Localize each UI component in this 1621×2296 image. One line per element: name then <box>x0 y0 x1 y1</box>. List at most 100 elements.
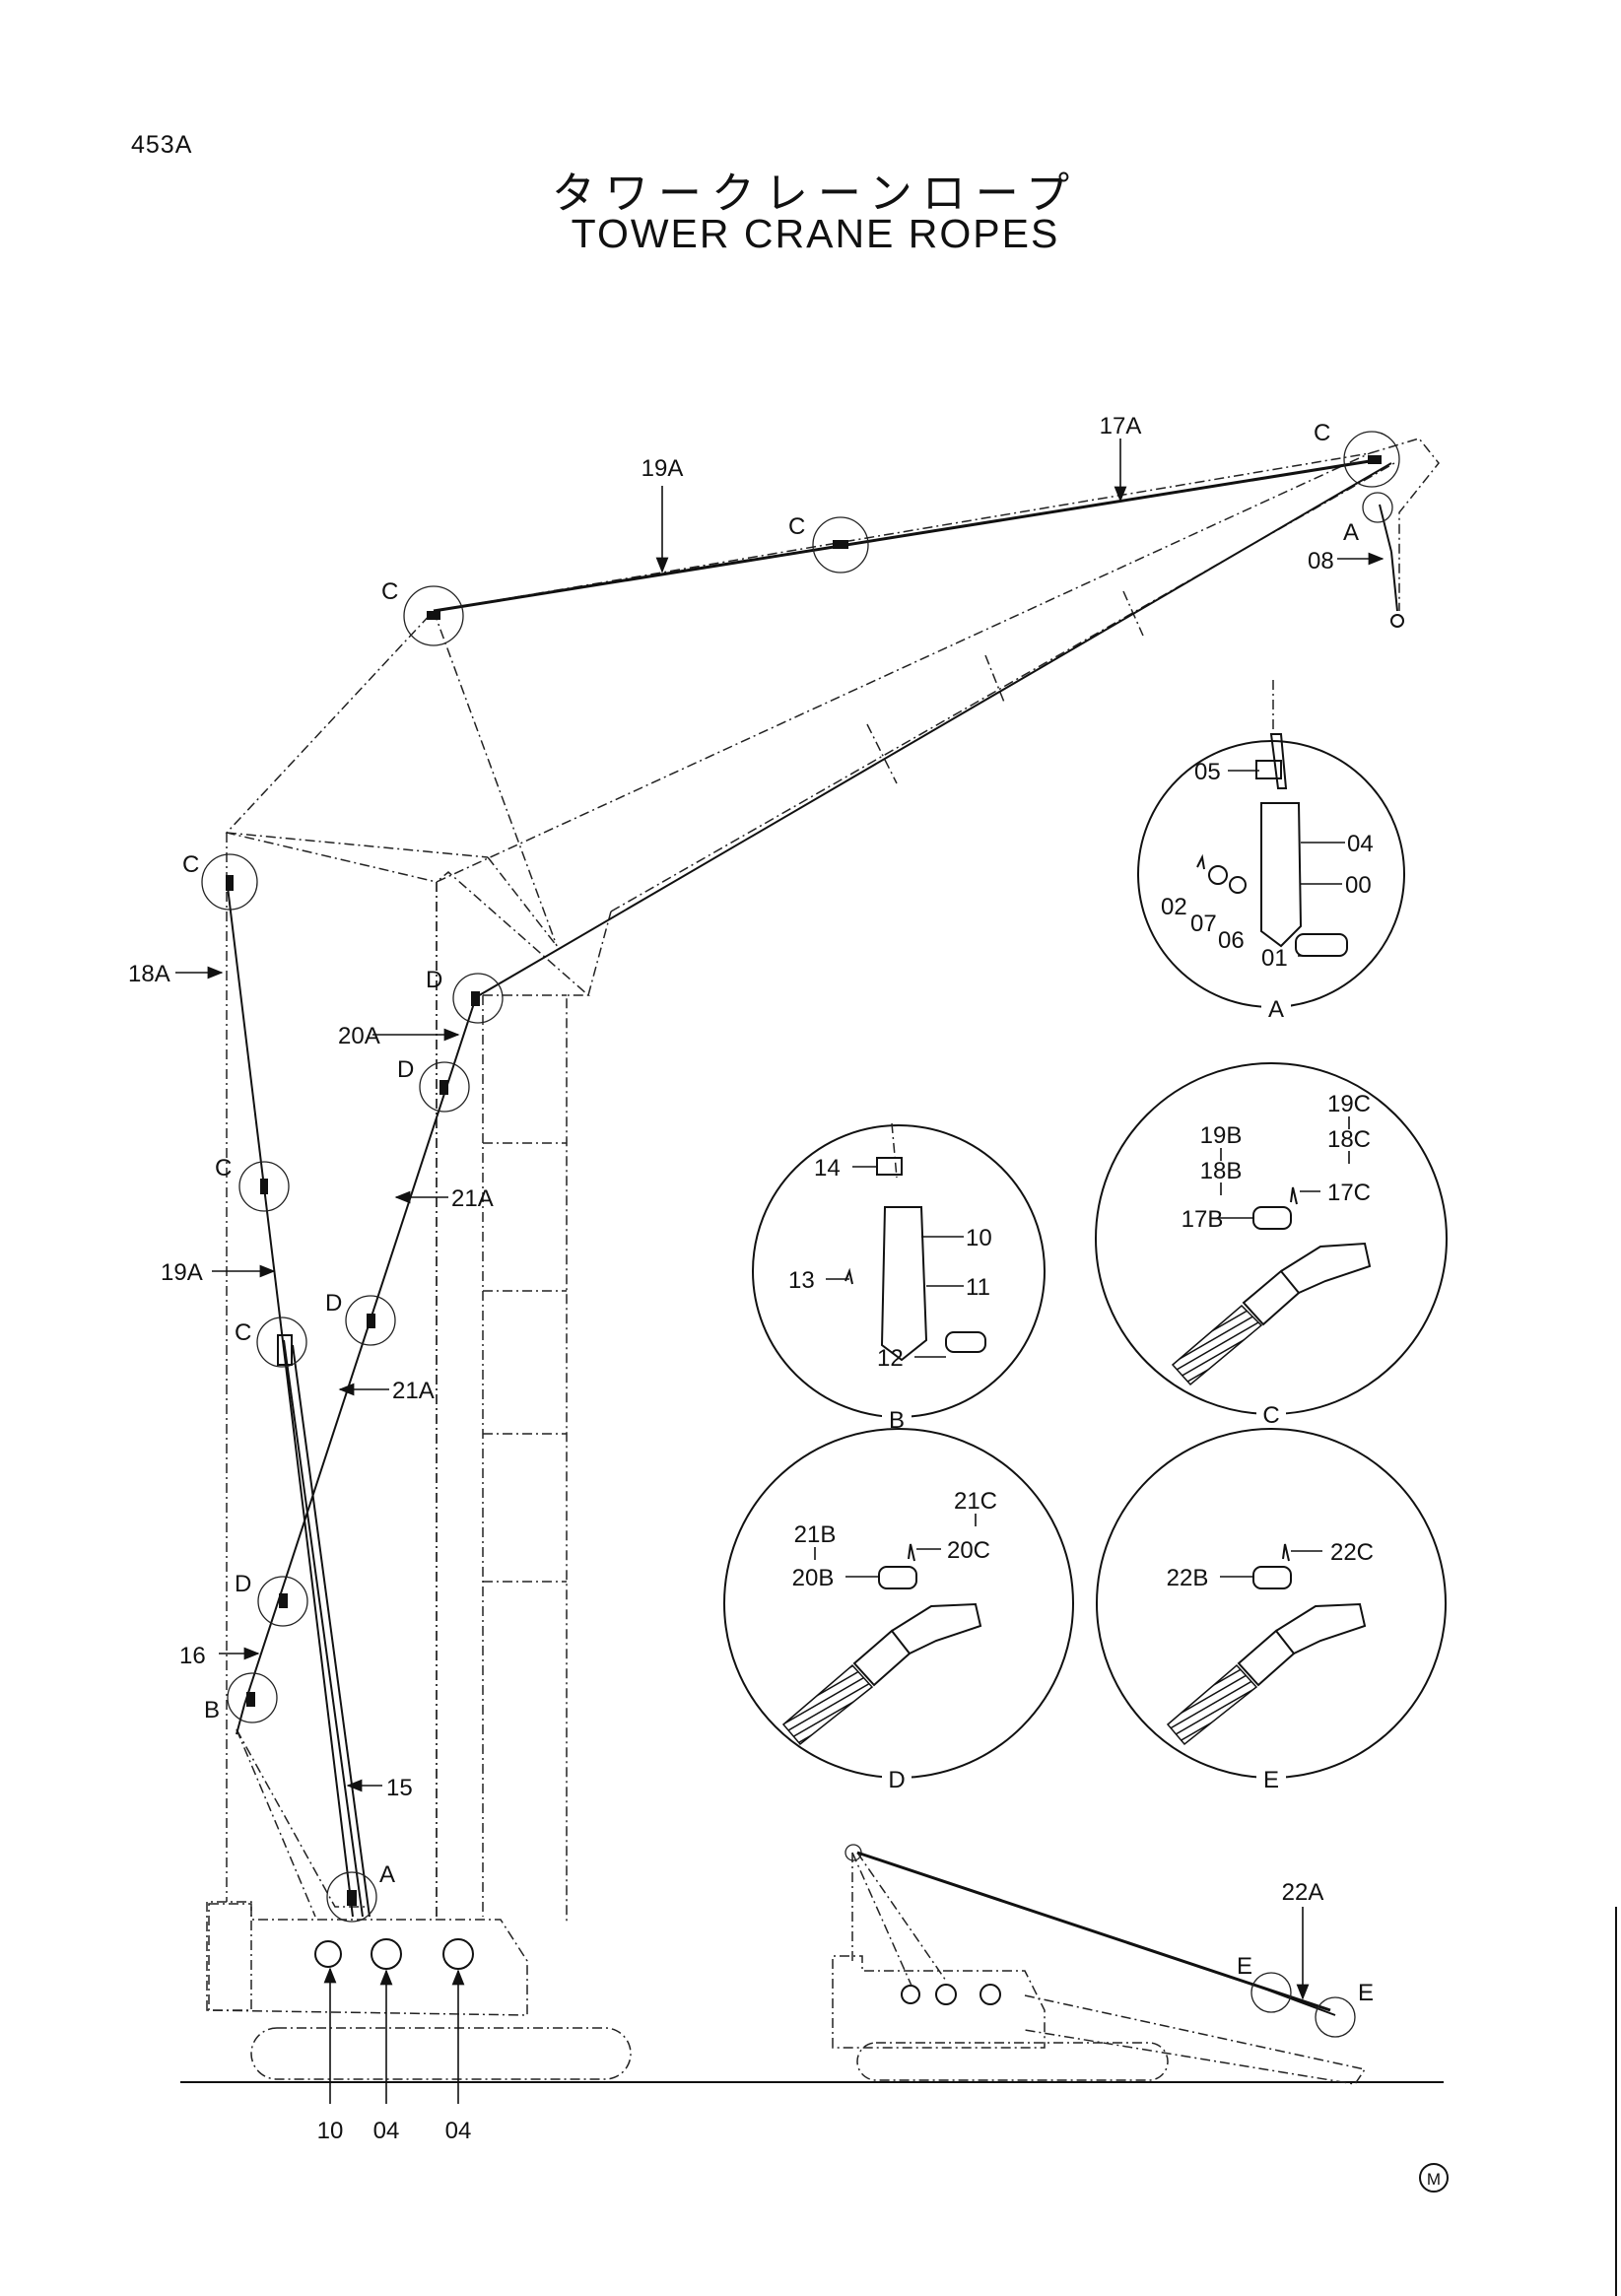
b-label-13: 13 <box>788 1267 815 1294</box>
d-label-20B: 20B <box>792 1565 835 1591</box>
detail-e-clevis <box>1275 1602 1367 1654</box>
marker-b <box>227 1672 278 1723</box>
detail-c: 19B 18B 17B 19C 18C 17C C <box>1095 1062 1448 1429</box>
mark-d4: D <box>235 1571 251 1597</box>
marker-d2 <box>419 1061 470 1113</box>
rope-19A-17A <box>433 459 1371 613</box>
c-label-19C: 19C <box>1327 1091 1371 1117</box>
rope-18A-19A <box>226 878 354 1918</box>
boom-rope <box>475 462 1392 998</box>
label-04-base-a: 04 <box>373 2118 400 2144</box>
detail-a-pin <box>1295 933 1348 957</box>
a-label-06: 06 <box>1218 927 1245 954</box>
detail-b-title: B <box>889 1407 905 1434</box>
detail-d-pin <box>878 1566 917 1589</box>
stowed-crawler <box>856 2042 1169 2081</box>
c-label-17B: 17B <box>1182 1206 1224 1233</box>
marker-c-rope1 <box>238 1161 290 1212</box>
marker-c-rope2 <box>256 1317 307 1368</box>
rope-20A-21A-16 <box>243 996 477 1706</box>
mark-c-mid: C <box>788 513 805 540</box>
tower-mast <box>436 871 590 1922</box>
mark-a-base: A <box>379 1861 395 1888</box>
mark-e1: E <box>1237 1953 1252 1980</box>
marker-a-base <box>326 1871 377 1923</box>
stowed-body <box>832 1955 1046 2049</box>
marker-e1 <box>1250 1972 1292 2013</box>
main-crane: 19A 17A 18A 20A 21A 19A 21A 16 15 08 10 … <box>128 413 1444 2144</box>
label-08: 08 <box>1308 548 1334 574</box>
detail-d: 21B 20B 21C 20C D <box>723 1428 1074 1793</box>
a-label-00: 00 <box>1345 872 1372 899</box>
b-label-10: 10 <box>966 1225 992 1251</box>
page-number: 453A <box>131 131 193 159</box>
detail-b: 14 10 11 13 12 B <box>752 1122 1046 1434</box>
sheave-10 <box>314 1940 342 1968</box>
detail-c-pin <box>1252 1206 1292 1230</box>
marker-c-mid <box>812 516 869 574</box>
marker-d3 <box>345 1295 396 1346</box>
mark-e2: E <box>1358 1980 1374 2006</box>
maker-mark-letter: M <box>1427 2170 1441 2189</box>
detail-d-title: D <box>888 1767 905 1793</box>
stowed-crane: 22A E E <box>832 1844 1374 2085</box>
detail-e-circle <box>1096 1428 1447 1779</box>
marker-d4 <box>257 1576 308 1627</box>
jib-lower-chord <box>436 452 1371 883</box>
mark-c-left: C <box>182 851 199 878</box>
label-19A-top: 19A <box>642 455 684 482</box>
label-19A-side: 19A <box>161 1259 203 1286</box>
a-label-01: 01 <box>1261 945 1288 972</box>
detail-b-socket <box>880 1206 928 1362</box>
mark-d1: D <box>426 967 442 993</box>
c-label-18C: 18C <box>1327 1126 1371 1153</box>
hook <box>1390 614 1404 628</box>
detail-a-title: A <box>1268 996 1284 1023</box>
detail-e-rope <box>1166 1663 1258 1746</box>
upper-body <box>206 1901 528 2016</box>
label-22A: 22A <box>1282 1879 1324 1906</box>
c-label-18B: 18B <box>1200 1158 1243 1184</box>
sheave-04a <box>371 1938 402 1970</box>
jib-tip <box>1369 438 1440 611</box>
d-label-21C: 21C <box>954 1488 997 1515</box>
rope-15 <box>283 1339 364 1918</box>
stowed-boom <box>1024 1994 1367 2085</box>
marker-c-upper-left <box>403 585 464 646</box>
marker-a-tip <box>1362 492 1393 523</box>
label-04-base-b: 04 <box>445 2118 472 2144</box>
a-label-02: 02 <box>1161 894 1187 920</box>
a-label-04: 04 <box>1347 831 1374 857</box>
mark-c-upper-left: C <box>381 578 398 605</box>
label-18A: 18A <box>128 961 170 987</box>
sheave-04b <box>442 1938 474 1970</box>
marker-c-tip <box>1343 431 1400 488</box>
mark-c-rope1: C <box>215 1155 232 1182</box>
mark-c-rope2: C <box>235 1319 251 1346</box>
b-label-14: 14 <box>814 1155 841 1182</box>
counterweight <box>208 1903 252 2011</box>
label-17A: 17A <box>1100 413 1142 439</box>
detail-d-clevis <box>891 1602 982 1654</box>
mark-b-base: B <box>204 1697 220 1723</box>
detail-c-clevis <box>1280 1242 1372 1294</box>
d-label-20C: 20C <box>947 1537 990 1564</box>
detail-a: 05 04 00 02 07 06 01 A <box>1137 680 1405 1023</box>
marker-e2 <box>1315 1996 1356 2038</box>
mark-d2: D <box>397 1056 414 1083</box>
detail-d-circle <box>723 1428 1074 1779</box>
detail-c-circle <box>1095 1062 1448 1415</box>
detail-a-socket <box>1260 802 1303 948</box>
a-label-05: 05 <box>1194 759 1221 785</box>
title-japanese: タワークレーンロープ <box>551 169 1080 219</box>
crawler-track <box>250 2027 632 2080</box>
b-label-12: 12 <box>877 1345 904 1372</box>
c-label-19B: 19B <box>1200 1122 1243 1149</box>
detail-e: 22B 22C E <box>1096 1428 1447 1793</box>
label-21A-lower: 21A <box>392 1378 435 1404</box>
strut-frame <box>225 452 1371 1917</box>
c-label-17C: 17C <box>1327 1180 1371 1206</box>
e-label-22C: 22C <box>1330 1539 1374 1566</box>
